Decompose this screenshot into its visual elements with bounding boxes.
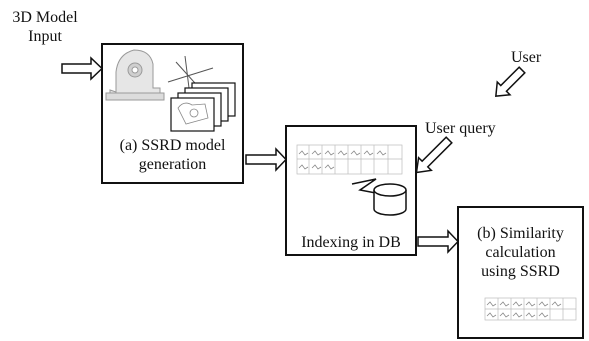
indexing-db-label: Indexing in DB (301, 234, 401, 251)
input-label-line-1: 3D Model (12, 9, 78, 26)
ssrd-generation-label: (a) SSRD model generation (102, 136, 243, 174)
similarity-label-line-3: using SSRD (481, 263, 560, 280)
user-query-label: User query (425, 120, 496, 137)
slice-stack-image (170, 82, 236, 132)
ssrd-generation-label-line-2: generation (138, 156, 207, 173)
input-label: 3D Model Input (4, 8, 86, 46)
input-label-line-2: Input (28, 28, 62, 45)
similarity-label-line-2: calculation (485, 244, 556, 261)
input-arrow-icon (61, 56, 104, 81)
arrow-a-to-db-icon (245, 147, 288, 172)
lightning-connector (351, 178, 382, 195)
similarity-grid-image (484, 297, 577, 321)
ssrd-grid-image (296, 144, 403, 175)
3d-part-image (105, 49, 165, 101)
user-arrow-icon (494, 66, 526, 98)
user-query-arrow-icon (415, 136, 453, 174)
ssrd-generation-label-line-1: (a) SSRD model (119, 137, 226, 154)
similarity-label: (b) Similarity calculation using SSRD (458, 224, 583, 281)
arrow-db-to-b-icon (417, 229, 460, 254)
similarity-label-line-1: (b) Similarity (477, 225, 564, 242)
database-icon (373, 183, 407, 216)
user-label: User (511, 49, 542, 66)
